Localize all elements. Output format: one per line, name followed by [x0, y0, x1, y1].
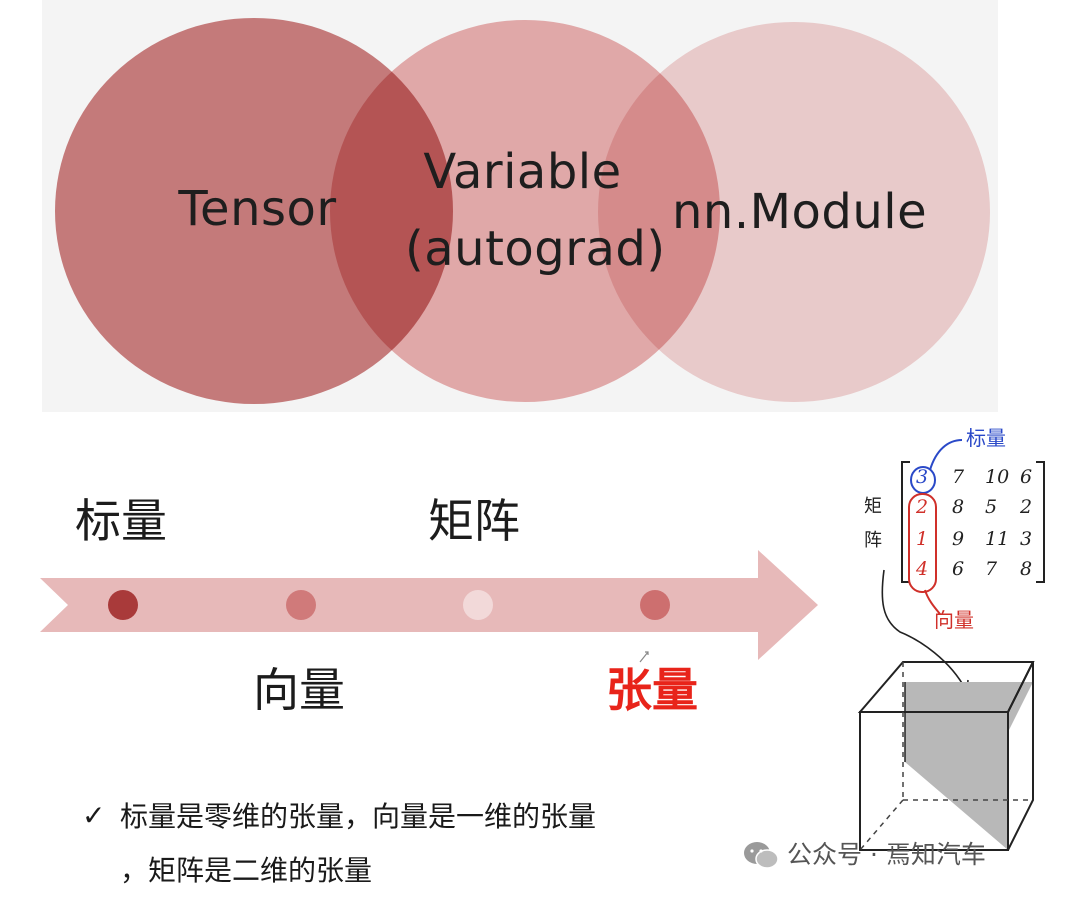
venn-label-tensor: Tensor — [178, 181, 337, 237]
note-check-icon: ✓ — [82, 799, 106, 832]
wechat-icon — [744, 842, 779, 869]
pointer-mark — [639, 651, 649, 663]
venn-label-variable: Variable — [423, 144, 622, 200]
watermark-text: 公众号 · 焉知汽车 — [787, 840, 986, 869]
dot-matrix — [463, 590, 493, 620]
venn-circle-module — [598, 22, 990, 402]
venn-label-autograd: (autograd) — [405, 221, 666, 277]
label-scalar: 标量 — [75, 494, 167, 548]
label-tensor: 张量 — [606, 663, 698, 717]
label-matrix: 矩阵 — [428, 494, 520, 548]
venn-label-nn-module: nn.Module — [672, 184, 928, 240]
dot-scalar — [108, 590, 138, 620]
label-vector: 向量 — [253, 663, 345, 717]
dot-tensor — [640, 590, 670, 620]
note-line-1: 标量是零维的张量，向量是一维的张量 — [120, 800, 597, 833]
note-line-2: ，矩阵是二维的张量 — [120, 854, 373, 887]
dot-vector — [286, 590, 316, 620]
